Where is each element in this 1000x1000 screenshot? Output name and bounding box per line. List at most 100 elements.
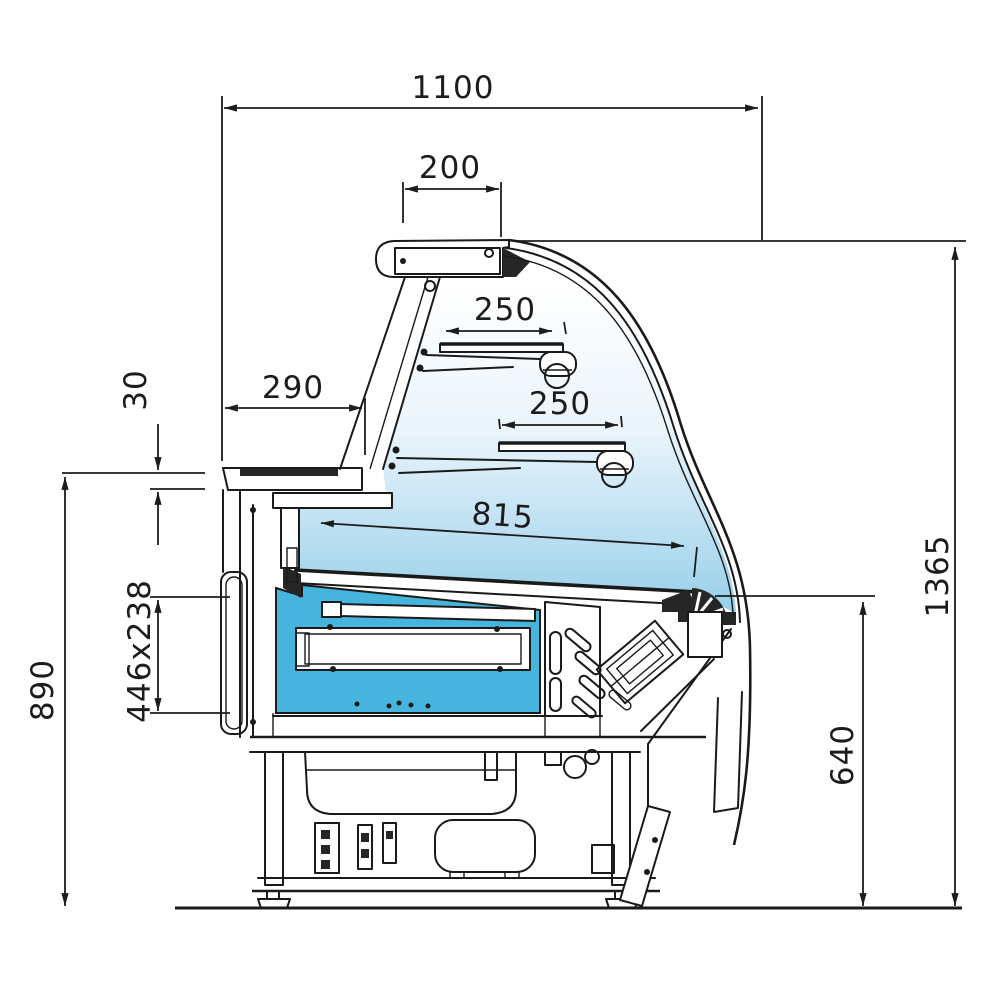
bracket-dot <box>420 348 428 356</box>
front-skirt-line <box>640 658 715 732</box>
clamp-block-dark <box>678 612 688 622</box>
dim-label-worktop-height: 890 <box>25 659 61 721</box>
upper-shelf <box>422 342 577 389</box>
refrigerated-well <box>275 583 541 714</box>
drain-dot <box>354 701 360 707</box>
kick-rail-dot <box>644 869 650 875</box>
service-door <box>220 571 248 735</box>
pillar-right-edge <box>382 276 441 470</box>
price-rail-bulb <box>601 462 627 488</box>
dim-label-deck-depth: 815 <box>470 496 535 536</box>
dim-label-overall-height: 1365 <box>920 535 956 618</box>
pipe-circle <box>584 749 600 765</box>
dim-worktop-depth: 290 <box>224 370 366 455</box>
deck-top-edge <box>294 568 698 594</box>
dim-label-upper-shelf: 250 <box>474 292 536 328</box>
clamp-block-dark <box>720 612 736 625</box>
nose-box <box>687 611 723 658</box>
worktop-dark-strip <box>240 469 338 476</box>
dim-label-worktop-depth: 290 <box>262 370 324 406</box>
mount-rail-hole <box>361 833 369 842</box>
front-skirt-line <box>647 628 732 807</box>
seal-circle <box>722 629 732 639</box>
canopy-dot <box>400 258 406 264</box>
glass-inner-curve-2 <box>502 255 734 617</box>
vent-slot-diagonal <box>564 627 592 653</box>
glass-clamp-dark <box>662 590 700 612</box>
screw-dot <box>494 626 500 632</box>
kick-rail-dot <box>652 837 658 843</box>
dim-label-canopy-depth: 200 <box>419 150 481 186</box>
screw-dot <box>327 624 333 630</box>
screw-dot <box>250 719 256 725</box>
left-foot <box>257 890 291 909</box>
screw-dot <box>497 666 503 672</box>
dim-lower-shelf-depth: 250 <box>498 386 623 430</box>
lower-front-panel <box>713 691 743 813</box>
glass-outer-curve <box>508 238 752 846</box>
dim-well-cross-section: 446x238 <box>122 579 230 723</box>
base-right-leg <box>611 751 631 886</box>
pillar-inner-line <box>369 276 429 470</box>
canopy-shell <box>375 239 510 278</box>
dim-label-lower-shelf: 250 <box>529 386 591 422</box>
canopy-glass-clamp <box>503 249 530 277</box>
front-glass <box>502 238 752 846</box>
mount-rail-hole <box>321 830 330 839</box>
glass-inner-curve <box>505 247 741 623</box>
bracket-dot <box>388 462 396 470</box>
evaporator-inner <box>304 633 522 665</box>
drain-dot <box>386 703 392 709</box>
vent-slot-diagonal <box>578 674 606 700</box>
shelf-bracket <box>398 467 521 474</box>
pipe-riser <box>484 751 498 781</box>
compressor-foot <box>504 871 520 879</box>
dim-overall-depth: 1100 <box>221 70 763 461</box>
drain-dot <box>396 700 402 706</box>
dim-overall-height: 1365 <box>517 240 966 907</box>
shelf-bracket <box>422 366 514 372</box>
dim-upper-shelf-depth: 250 <box>445 292 567 335</box>
dim-label-worktop-thickness: 30 <box>118 369 154 410</box>
canopy-screw <box>484 248 494 258</box>
bracket-dot <box>392 446 400 454</box>
mount-rail-hole <box>321 860 330 869</box>
compressor <box>434 819 536 873</box>
pipe-elbow-block <box>544 751 562 766</box>
condensate-tray <box>304 751 517 815</box>
mount-rail <box>382 822 397 864</box>
drain-dot <box>408 702 414 708</box>
rear-channel-inner <box>286 547 298 583</box>
base-left-leg <box>264 751 284 886</box>
mount-rail-hole <box>321 845 330 854</box>
dim-deck-depth: 815 <box>320 496 698 578</box>
dim-worktop-thickness: 30 <box>62 369 205 545</box>
counter-ledge <box>272 492 393 509</box>
light-fixture <box>394 247 501 275</box>
service-door-inner <box>225 576 243 730</box>
shelf-bracket <box>396 457 598 463</box>
base-frame <box>249 713 706 909</box>
dim-label-well-cross-section: 446x238 <box>122 579 158 723</box>
kick-rail <box>619 805 671 907</box>
dim-canopy-depth: 200 <box>402 150 502 237</box>
mount-rail-hole <box>361 849 369 858</box>
display-deck <box>280 507 698 606</box>
shelf-bracket <box>425 354 541 360</box>
junction-box <box>591 844 615 874</box>
mount-rail <box>357 824 373 870</box>
canopy <box>375 239 530 292</box>
vent-slot-vertical <box>549 677 562 712</box>
dim-worktop-height: 890 <box>25 476 69 907</box>
evaporator-left-cap <box>295 632 310 667</box>
lower-shelf <box>396 441 634 488</box>
rear-pillar <box>339 276 441 470</box>
vent-panel <box>544 601 685 719</box>
dim-front-height: 640 <box>715 595 875 907</box>
rear-counter <box>220 467 393 738</box>
mount-rail-hole <box>386 831 393 839</box>
pipe-circle <box>563 755 587 779</box>
dimension-annotations: 1100 200 250 250 290 <box>25 70 966 907</box>
